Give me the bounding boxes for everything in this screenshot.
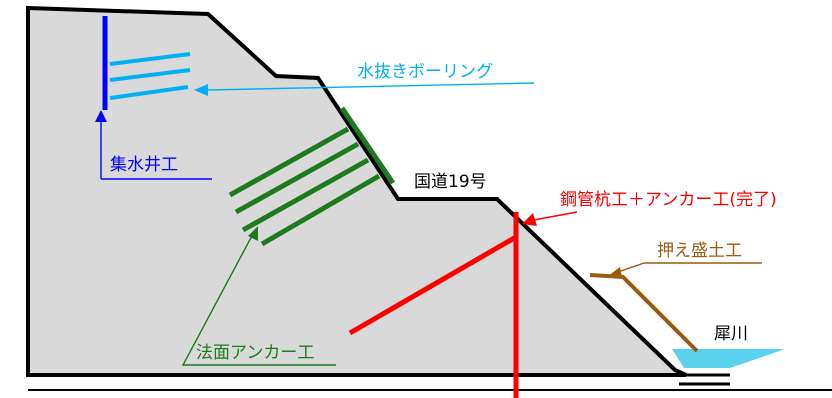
- slope-anchor-arrowhead: [248, 226, 258, 241]
- river-water: [672, 349, 785, 368]
- drain-boring-leader: [207, 82, 535, 91]
- ground-anchor: [348, 234, 518, 336]
- counterweight-arrowhead: [608, 267, 622, 277]
- slope-anchor-1: [228, 126, 350, 198]
- pile-anchor-leader: [533, 211, 578, 221]
- slope-anchor-plate: [339, 106, 396, 185]
- collecting-well-arrowhead: [95, 110, 107, 122]
- slope-anchor-3: [241, 157, 370, 233]
- drain-boring-3: [109, 85, 189, 100]
- drain-boring-label: 水抜きボーリング: [357, 62, 493, 82]
- drain-boring-1: [109, 52, 191, 66]
- drain-boring-2: [109, 68, 191, 82]
- drain-boring-arrowhead: [194, 84, 208, 96]
- pile-anchor-label: 鋼管杭工＋アンカー工(完了): [560, 190, 777, 210]
- counterweight-fill: [589, 273, 699, 353]
- slope-anchor-4: [260, 173, 381, 247]
- slope-anchor-2: [234, 141, 360, 215]
- slope-anchor-leader: [181, 231, 336, 366]
- slope-anchor-label: 法面アンカー工: [196, 343, 314, 363]
- river-label: 犀川: [714, 324, 748, 344]
- collecting-well-label: 集水井工: [110, 155, 178, 175]
- counterweight-fill-label: 押え盛土工: [657, 241, 742, 261]
- road-label: 国道19号: [414, 172, 487, 192]
- counterweight-leader-d: [617, 262, 645, 273]
- pile-anchor-arrowhead: [522, 213, 537, 226]
